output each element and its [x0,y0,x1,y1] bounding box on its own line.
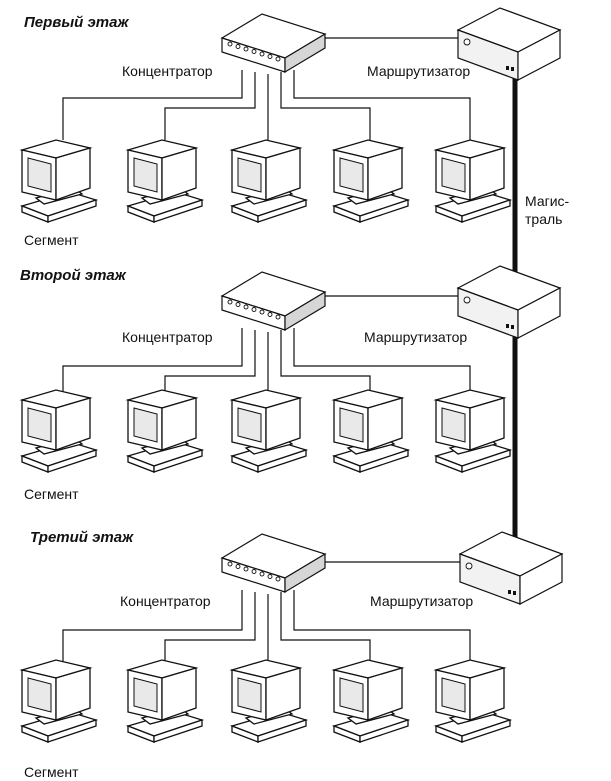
floor-2-router-label: Маршрутизатор [364,329,467,345]
workstation [433,139,513,223]
floor-1-title: Первый этаж [24,14,129,31]
workstation [125,659,205,743]
workstation [433,659,513,743]
floor-3: Третий этаж Концентратор [19,529,564,780]
workstation [19,659,99,743]
workstation [125,139,205,223]
floor-3-workstations [19,659,513,743]
workstation [331,389,411,473]
floor-1-hub-label: Концентратор [122,63,213,79]
floor-1: Первый этаж Концентр [19,7,562,248]
floor-1-workstations [19,139,513,223]
floor-2-workstations [19,389,513,473]
floor-3-segment-label: Сегмент [24,764,79,780]
floor-1-hub [220,13,327,74]
floor-3-hub-label: Концентратор [120,593,211,609]
floor-3-router-label: Маршрутизатор [370,593,473,609]
floor-2: Второй этаж Концентратор [19,265,562,502]
backbone-label-line1: Магис- [525,193,570,209]
hub-ports [227,561,281,582]
floor-2-hub-label: Концентратор [122,329,213,345]
workstation [229,659,309,743]
workstation [229,139,309,223]
workstation [19,389,99,473]
floor-3-router [458,531,564,605]
floor-2-wiring [62,295,471,400]
workstation [125,389,205,473]
floor-1-router-label: Маршрутизатор [367,63,470,79]
workstation [331,659,411,743]
workstation [19,139,99,223]
floor-1-segment-label: Сегмент [24,232,79,248]
floor-1-wiring [62,37,471,140]
floor-3-hub [220,533,327,594]
floor-2-router [456,265,562,339]
hub-ports [227,41,281,62]
workstation [229,389,309,473]
backbone-label-line2: траль [525,211,562,227]
floor-2-hub [220,271,327,332]
workstation [433,389,513,473]
floor-1-router [456,7,562,81]
floor-3-title: Третий этаж [30,529,134,546]
floor-2-segment-label: Сегмент [24,486,79,502]
floor-3-wiring [62,561,471,662]
workstation [331,139,411,223]
hub-ports [227,299,281,320]
floor-2-title: Второй этаж [20,267,127,284]
